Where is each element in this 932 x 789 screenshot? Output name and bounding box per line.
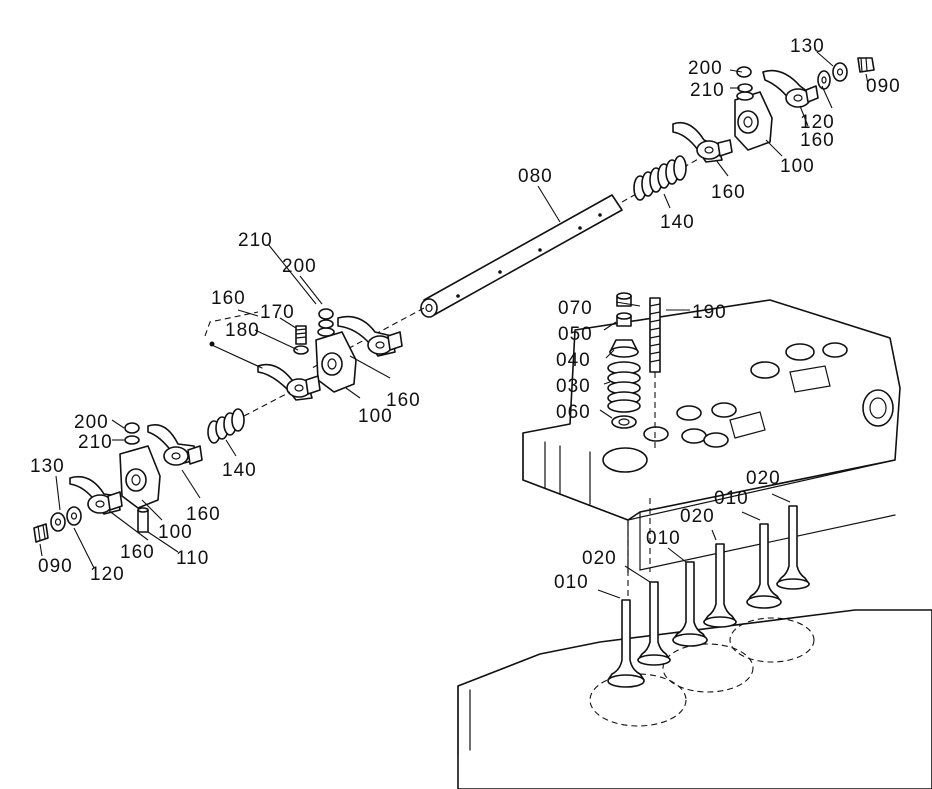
- part-label-070: 070: [558, 298, 593, 319]
- part-label-160-left-upper: 160: [186, 504, 221, 525]
- part-labels: 130 200 210 090 120 160 100 160 140 080 …: [30, 36, 901, 593]
- right-rocker-group: [633, 57, 875, 201]
- part-label-210-right: 210: [690, 80, 725, 101]
- part-label-130-right: 130: [790, 36, 825, 57]
- part-label-160-left-lower: 160: [120, 542, 155, 563]
- cylinder-head: [522, 299, 901, 600]
- part-label-030: 030: [556, 376, 591, 397]
- part-label-200-left: 200: [74, 412, 109, 433]
- part-label-010-front: 010: [554, 572, 589, 593]
- part-label-090-left: 090: [38, 556, 73, 577]
- part-label-120-right: 120: [800, 112, 835, 133]
- part-label-200-middle: 200: [282, 256, 317, 277]
- part-label-140-right: 140: [660, 212, 695, 233]
- part-label-090-right: 090: [866, 76, 901, 97]
- part-label-160-right-lower: 160: [711, 182, 746, 203]
- part-label-080: 080: [518, 166, 553, 187]
- valve-spring-assembly: [607, 292, 661, 450]
- part-label-120-left: 120: [90, 564, 125, 585]
- part-label-060: 060: [556, 402, 591, 423]
- part-label-010-middle: 010: [646, 528, 681, 549]
- cylinder-block: [457, 609, 932, 789]
- part-label-020-front: 020: [582, 548, 617, 569]
- part-label-050: 050: [558, 324, 593, 345]
- rocker-spring-left: [207, 408, 245, 444]
- middle-rocker-group: [204, 308, 403, 401]
- part-label-100-right: 100: [780, 156, 815, 177]
- part-label-190: 190: [692, 302, 727, 323]
- part-label-040: 040: [556, 350, 591, 371]
- part-label-130-left: 130: [30, 456, 65, 477]
- part-label-140-left: 140: [222, 460, 257, 481]
- part-label-100-left: 100: [158, 522, 193, 543]
- rocker-spring-right: [633, 155, 687, 201]
- part-label-100-middle: 100: [358, 406, 393, 427]
- valve-spring: [607, 361, 641, 413]
- left-rocker-group: [33, 391, 291, 543]
- part-label-210-left: 210: [78, 432, 113, 453]
- part-label-010-back: 010: [714, 488, 749, 509]
- part-label-200-right: 200: [688, 58, 723, 79]
- part-label-180: 180: [225, 320, 260, 341]
- part-label-170: 170: [260, 302, 295, 323]
- part-label-160-right-upper: 160: [800, 130, 835, 151]
- part-label-020-middle: 020: [680, 506, 715, 527]
- part-label-110: 110: [176, 548, 209, 569]
- part-label-020-back: 020: [746, 468, 781, 489]
- part-label-210-middle: 210: [238, 230, 273, 251]
- part-label-160-middle: 160: [386, 390, 421, 411]
- part-label-160-middle-bracket: 160: [211, 288, 246, 309]
- valves: [607, 505, 810, 688]
- leader-lines: [39, 51, 869, 599]
